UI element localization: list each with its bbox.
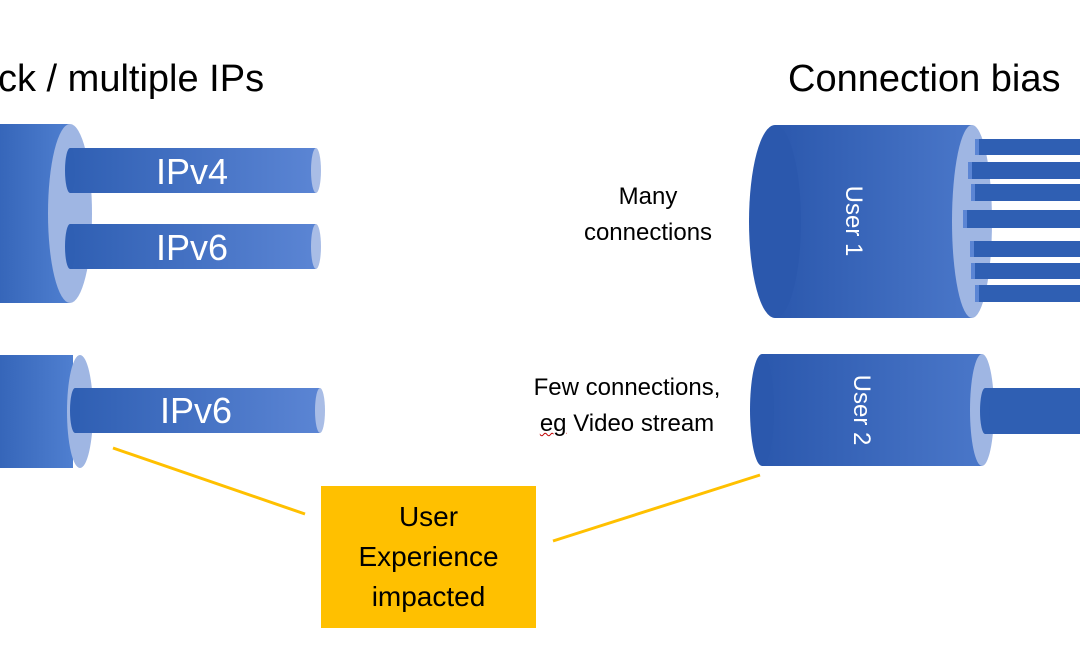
- connector-line-right: [552, 473, 761, 543]
- tube-label-ipv4: IPv4: [156, 151, 228, 192]
- user2-note-line2: eg Video stream: [516, 406, 738, 442]
- user1-note-line1: Many: [618, 183, 678, 210]
- user2-note-rest: Video stream: [566, 410, 715, 437]
- dual-stack-cable: [0, 124, 321, 303]
- left-panel-title: ck / multiple IPs: [0, 58, 265, 100]
- user2-note-line1: Few connections,: [533, 374, 721, 401]
- tube-label-ipv6-lower: IPv6: [160, 390, 232, 431]
- user2-note: Few connections, eg Video stream: [516, 370, 738, 442]
- user2-cable: [750, 354, 1080, 466]
- user1-connection-strands: [963, 139, 1080, 302]
- user1-label: User 1: [840, 186, 867, 257]
- ipv6-tube-lower: [70, 388, 325, 433]
- user2-connection-strand: [980, 388, 1080, 434]
- right-panel-title: Connection bias: [788, 58, 1061, 100]
- connector-line-left: [112, 446, 306, 516]
- ipv6-only-cable: [0, 355, 325, 468]
- user-experience-callout: User Experience impacted: [321, 486, 536, 628]
- user1-note: Many connections: [570, 179, 726, 251]
- tube-label-ipv6-upper: IPv6: [156, 227, 228, 268]
- ipv4-tube: [65, 148, 321, 193]
- ipv6-tube-upper: [65, 224, 321, 269]
- user2-label: User 2: [848, 375, 875, 446]
- user1-note-line2: connections: [583, 219, 713, 246]
- user2-note-eg: eg: [539, 410, 567, 437]
- user1-cable: [749, 125, 1080, 318]
